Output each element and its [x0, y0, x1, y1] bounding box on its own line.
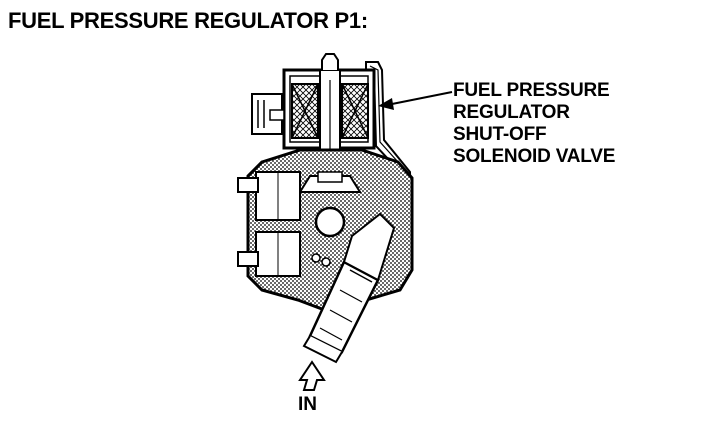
inlet-arrow	[298, 360, 326, 391]
valve-ball	[314, 206, 346, 238]
mounting-studs	[237, 171, 301, 277]
callout-line-1: FUEL PRESSURE	[453, 80, 610, 101]
inlet-label: IN	[298, 394, 317, 415]
callout-line-2: REGULATOR	[453, 102, 570, 123]
callout-leader	[378, 91, 453, 110]
callout-line-3: SHUT-OFF	[453, 124, 547, 145]
diagram-title: FUEL PRESSURE REGULATOR P1:	[8, 8, 368, 33]
electrical-connector	[251, 93, 285, 135]
solenoid-valve-callout: FUEL PRESSURE REGULATOR SHUT-OFF SOLENOI…	[453, 80, 615, 168]
callout-line-4: SOLENOID VALVE	[453, 146, 616, 167]
inlet-fitting	[302, 212, 396, 364]
